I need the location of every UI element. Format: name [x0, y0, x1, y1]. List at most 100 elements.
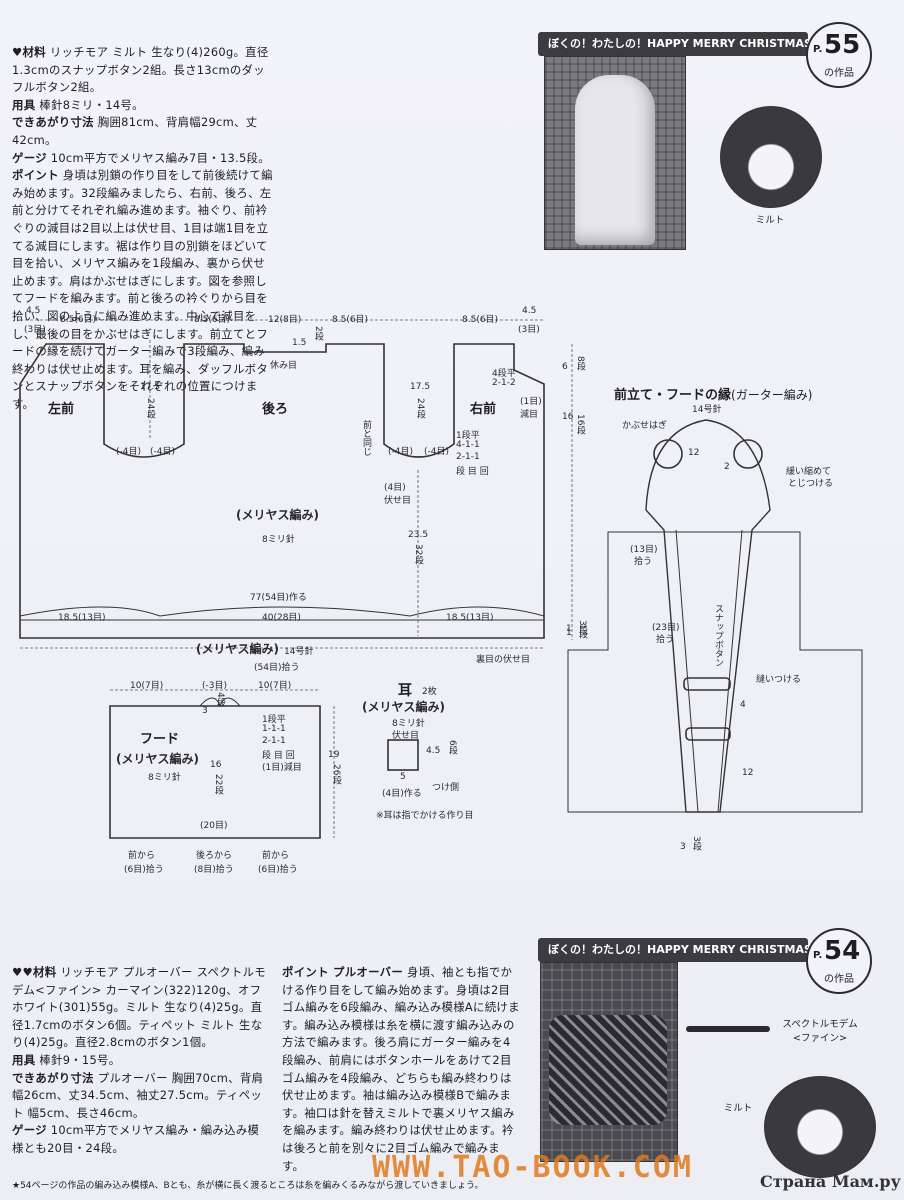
yarn-spectrum-label: スペクトルモデム <ファイン>	[780, 1016, 860, 1044]
b-size-label: できあがり寸法	[12, 1070, 94, 1085]
hem-pickup: (54目)拾う	[254, 663, 300, 673]
placket-bh: 3	[680, 842, 686, 852]
snap-label: スナップボタン	[713, 604, 723, 667]
top-dim-7: 4.5	[522, 306, 537, 316]
b-materials-text: リッチモア プルオーバー スペクトルモデム<ファイン> カーマイン(322)12…	[12, 965, 266, 1050]
toggle-1	[683, 677, 731, 691]
bottom-instructions-right: ポイント プルオーバー 身頃、袖とも指でかける作り目をして編み始めます。身頃は2…	[282, 964, 520, 1175]
armhole-rows-right: 24段	[415, 398, 425, 419]
collar-r2: 16段	[575, 414, 585, 435]
hood-pick-4: 前から	[262, 851, 290, 861]
ear-left	[653, 439, 683, 469]
collar-h2: 16	[562, 412, 574, 422]
ear-title: 耳	[398, 683, 412, 699]
b-tools-label: 用具	[12, 1052, 36, 1067]
bottom-footnote: ★54ページの作品の編み込み模様A、Bとも、糸が横に長く渡るところは糸を編みくる…	[12, 1181, 484, 1191]
bottom-dim-2: 18.5(13目)	[446, 613, 494, 623]
page-number-54: 54	[824, 936, 861, 966]
shoulder-rest: 休み目	[270, 361, 298, 371]
gather-1: とじつける	[788, 479, 834, 489]
hem-curve	[19, 606, 545, 617]
page-prefix: P.	[813, 44, 823, 55]
top-dim-5: 8.5(6目)	[332, 315, 369, 325]
hood-rule-0: 1段平	[262, 715, 286, 725]
right-rule-1: 4-1-1	[456, 440, 480, 450]
collar-r1: 8段	[575, 356, 585, 371]
armhole-dec-3: (-4目)	[424, 447, 449, 457]
hood-title: フード	[140, 732, 180, 747]
placket-v12: 12	[688, 448, 700, 458]
hood-stitch: (メリヤス編み)	[116, 752, 199, 766]
hood-rule-1: 1-1-1	[262, 724, 286, 734]
vest-photo	[544, 56, 686, 250]
sew-label: 縫いつける	[756, 675, 802, 685]
back-label: 後ろ	[262, 402, 289, 417]
page-caption: の作品	[824, 68, 854, 79]
ear-bind: 伏せ目	[392, 731, 420, 741]
tools-text: 棒針8ミリ・14号。	[39, 97, 144, 112]
pullover-figure	[549, 1015, 667, 1125]
yarn-spectrum-label-2: <ファイン>	[793, 1033, 847, 1044]
top-instructions-left: ♥材料 リッチモア ミルト 生なり(4)260g。直径1.3cmのスナップボタン…	[12, 44, 274, 413]
armhole-rows-left: 24段	[145, 398, 155, 419]
materials-text: リッチモア ミルト 生なり(4)260g。直径1.3cmのスナップボタン2組。長…	[12, 45, 269, 95]
pick13b: 拾う	[634, 557, 653, 567]
hem-rows: 1段	[577, 624, 587, 639]
hem-needle: 14号針	[284, 647, 314, 657]
top-dim-3: 8.5(6目)	[194, 315, 231, 325]
size-text: 胸囲81cm、背肩幅29cm、丈42cm。	[12, 115, 258, 147]
point-text: 身頃は別鎖の作り目をして前後続けて編み始めます。32段編みましたら、右前、後ろ、…	[12, 168, 273, 411]
hood-center-dec-1: 3	[202, 706, 208, 716]
point-label: ポイント	[12, 168, 59, 183]
placket-title-stitch: (ガーター編み)	[731, 388, 813, 402]
right-rule-3: 段 目 回	[456, 467, 489, 477]
left-front-label: 左前	[48, 402, 75, 417]
vest-figure	[575, 75, 655, 245]
b-gauge-label: ゲージ	[12, 1123, 47, 1138]
bottom-dim-0: 18.5(13目)	[58, 613, 106, 623]
placket-grows: 3段	[577, 620, 587, 635]
page-caption-54: の作品	[824, 974, 854, 985]
placket-right	[717, 529, 743, 813]
placket-brows: 3段	[691, 836, 701, 851]
ear-note: ※耳は指でかける作り目	[376, 811, 474, 821]
ear-stitch: (メリヤス編み)	[362, 700, 445, 714]
page-prefix-54: P.	[813, 950, 823, 961]
size-label: できあがり寸法	[12, 115, 94, 130]
top-dim-1: (3目)	[24, 325, 46, 335]
yarn-spectrum-label-1: スペクトルモデム	[782, 1019, 858, 1030]
hood-outline	[109, 705, 321, 839]
hood-dim-0: 10(7目)	[130, 681, 164, 691]
bottom-dim-1: 40(28目)	[262, 613, 301, 623]
b-size-text: プルオーバー 胸囲70cm、背肩幅26cm、丈34.5cm、袖丈27.5cm。テ…	[12, 1070, 264, 1120]
right-rule-0: 1段平	[456, 431, 480, 441]
hood-pick-5: (6目)拾う	[258, 865, 298, 875]
placket-needle: 14号針	[692, 405, 722, 415]
pullover-photo	[540, 962, 678, 1162]
neck-rows: 2段	[313, 326, 323, 341]
watermark-stranamam: Страна Мам.ру	[760, 1172, 901, 1191]
hood-rule-4: (1目)減目	[262, 763, 302, 773]
body-rows: 32段	[413, 544, 423, 565]
placket-v4: 4	[740, 700, 746, 710]
dec-rule-0: 4段平	[492, 369, 516, 379]
hood-center-h: 16	[210, 760, 222, 770]
hood-pick-3: (8目)拾う	[194, 865, 234, 875]
hem-bind: 裏目の伏せ目	[476, 655, 531, 665]
hood-needle: 8ミリ針	[148, 773, 181, 783]
hood-pick-1: (6目)拾う	[124, 865, 164, 875]
hood-center-dec-0: 4段	[215, 692, 225, 707]
b-point-text: 身頃、袖とも指でかける作り目をして編み始めます。身頃は2目ゴム編みを6段編み、編…	[282, 965, 520, 1173]
yarn-milt-label: ミルト	[755, 215, 785, 226]
page-badge-54: P. 54 の作品	[806, 928, 872, 994]
side-note: (1目)減目	[520, 397, 542, 420]
b-gauge-text: 10cm平方でメリヤス編み・編み込み模様とも20目・24段。	[12, 1123, 260, 1155]
page-number: 55	[824, 30, 861, 60]
gauge-text: 10cm平方でメリヤス編み7目・13.5段。	[50, 150, 270, 165]
hood-bottom: (20目)	[200, 821, 228, 831]
hood-side-h: 19	[328, 750, 340, 760]
pick23b: 拾う	[656, 635, 675, 645]
right-rule-2: 2-1-1	[456, 452, 480, 462]
top-dim-6: 8.5(6目)	[462, 315, 499, 325]
